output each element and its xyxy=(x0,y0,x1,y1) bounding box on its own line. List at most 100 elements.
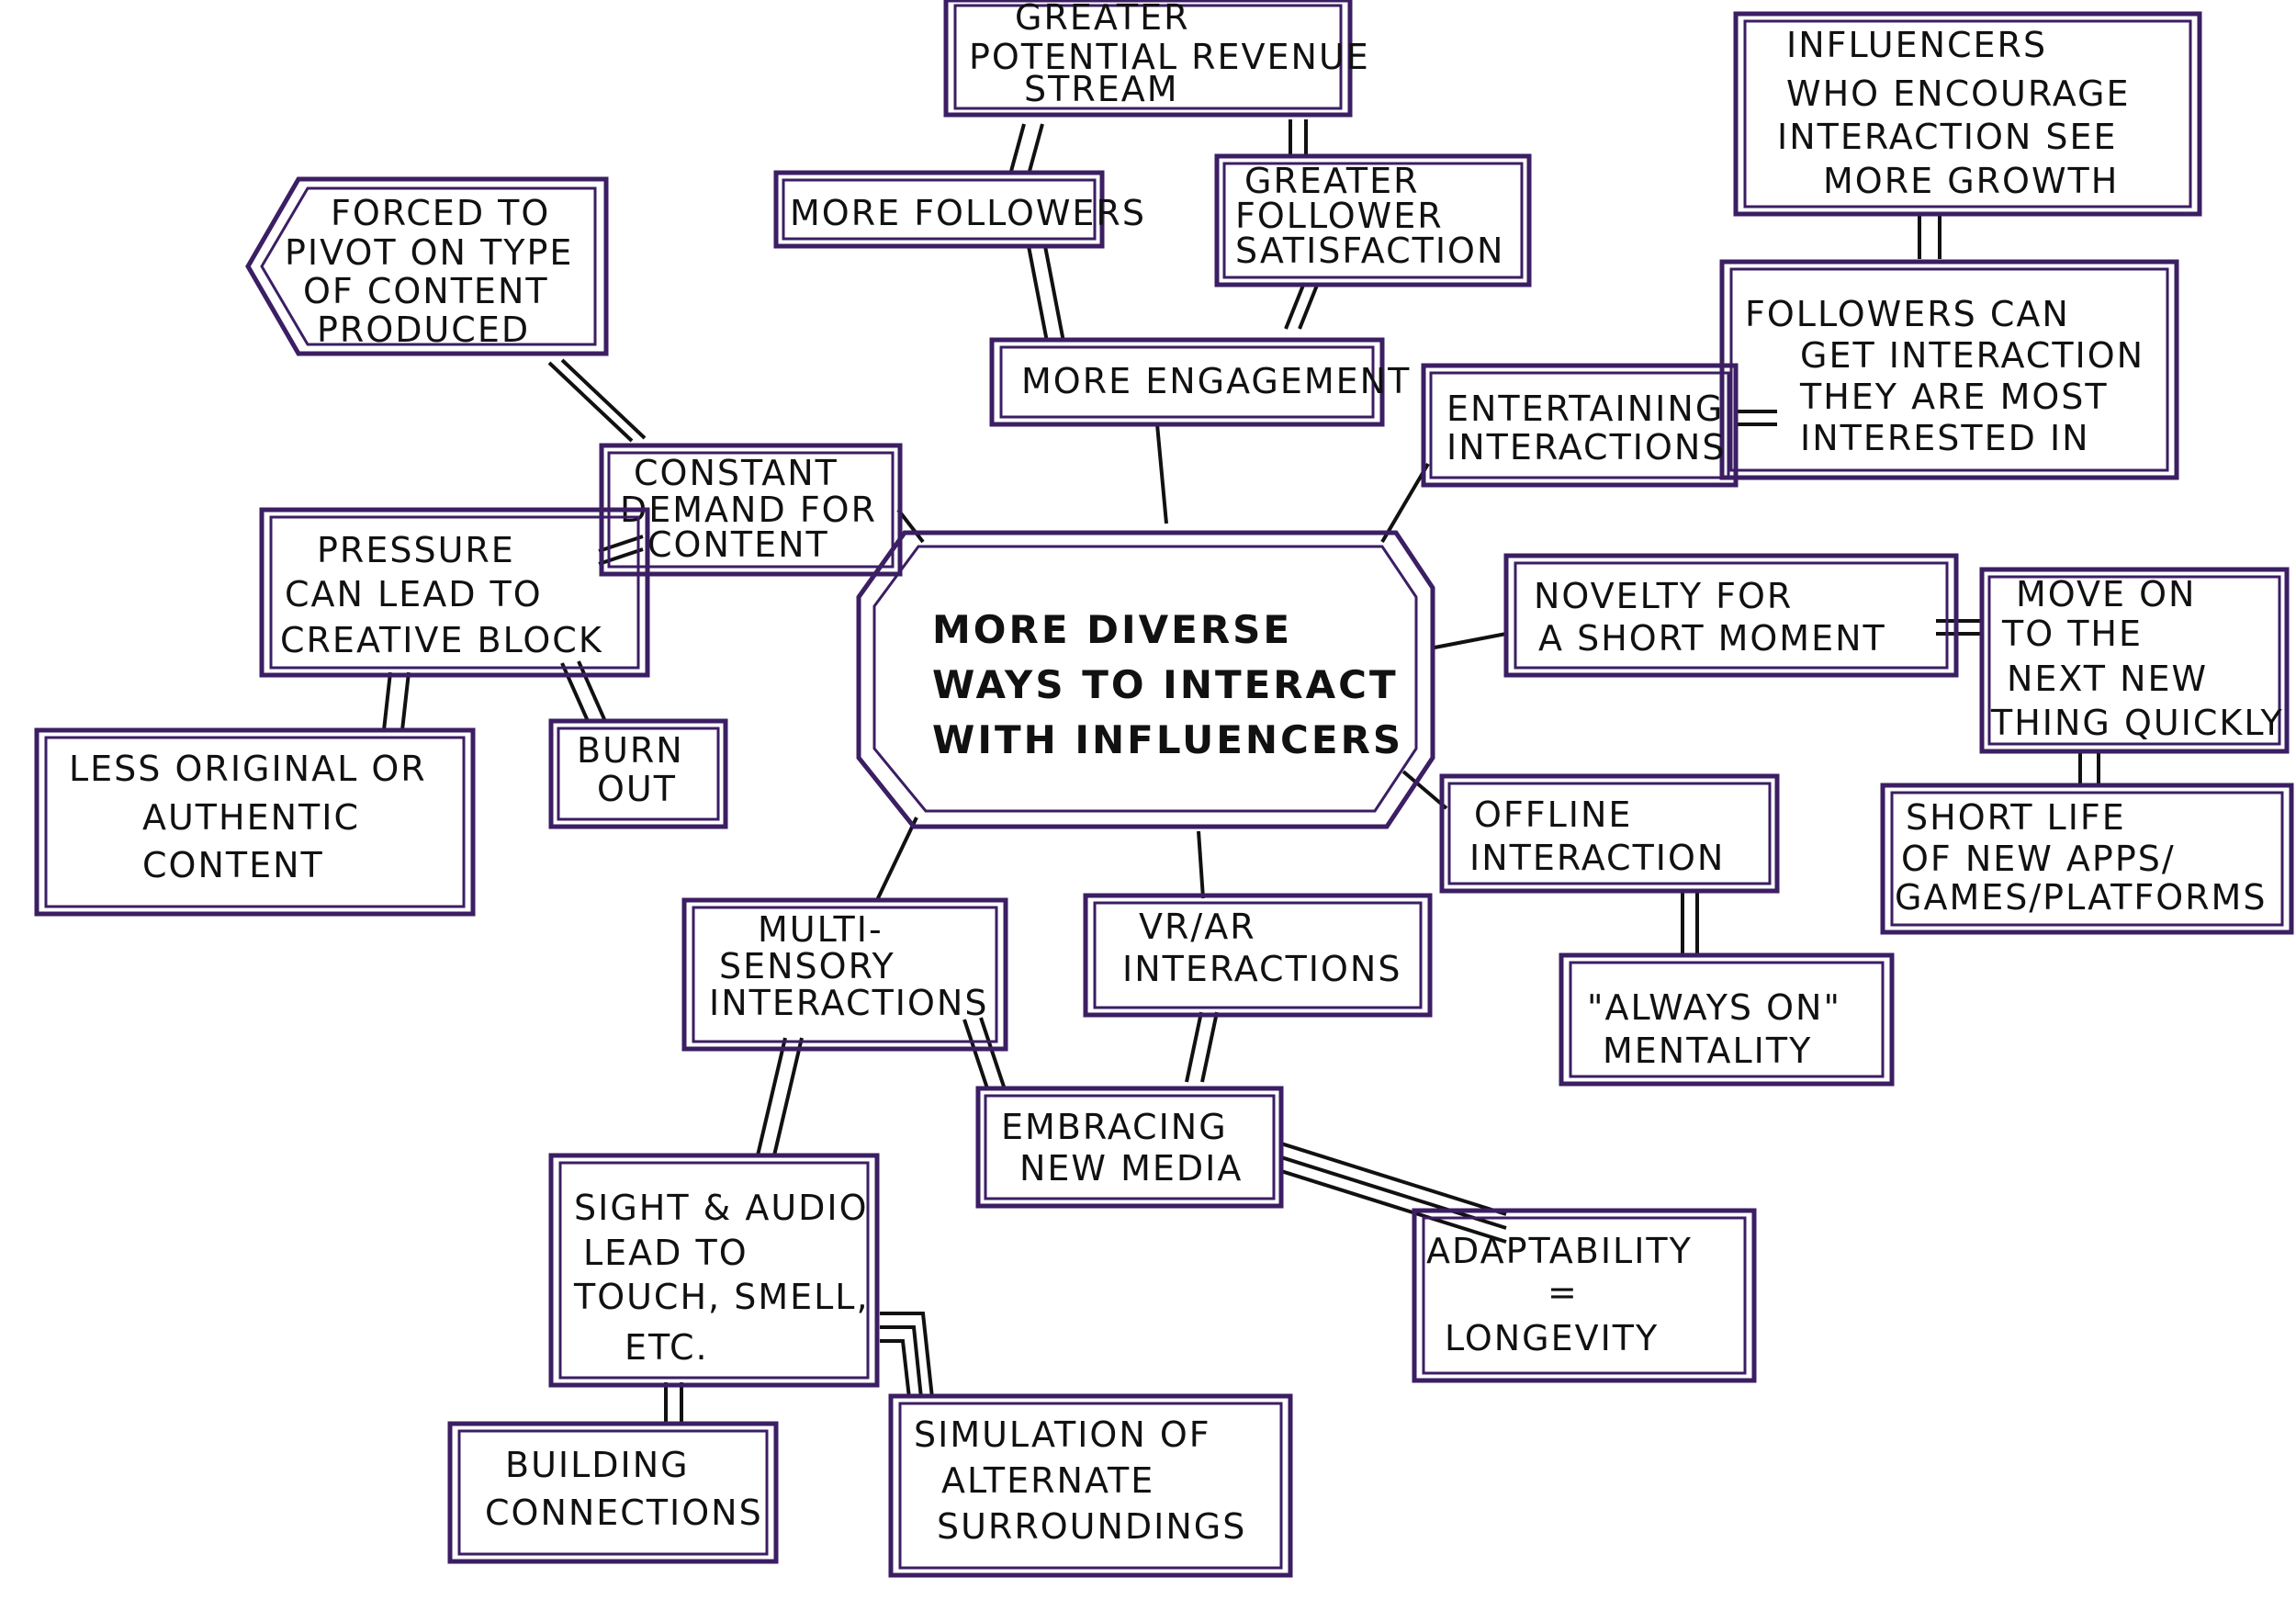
node-pressure: PRESSURE CAN LEAD TO CREATIVE BLOCK xyxy=(259,507,650,678)
center-line-1: MORE DIVERSE xyxy=(932,607,1292,652)
link-center-novelty xyxy=(1434,632,1507,649)
node-connections: BUILDING CONNECTIONS xyxy=(447,1421,779,1564)
sight-line-4: ETC. xyxy=(625,1327,709,1368)
moveon-line-2: TO THE xyxy=(2001,614,2143,654)
satisfaction-line-1: GREATER xyxy=(1244,161,1420,201)
pivot-line-3: OF CONTENT xyxy=(303,271,549,311)
demand-line-3: CONTENT xyxy=(647,524,829,565)
link-satisfaction-engagement-2 xyxy=(1298,282,1320,330)
link-entertaining-center xyxy=(1380,462,1430,544)
link-pressure-original-2 xyxy=(400,671,411,731)
entertaining-line-2: INTERACTIONS xyxy=(1446,427,1726,468)
followers-line-1: MORE FOLLOWERS xyxy=(790,193,1146,233)
revenue-line-2: POTENTIAL REVENUE xyxy=(969,37,1370,77)
encourage-line-2: WHO ENCOURAGE xyxy=(1786,73,2130,114)
link-vrar-newmedia-2 xyxy=(1200,1011,1219,1083)
link-pressure-burnout-2 xyxy=(577,660,606,720)
novelty-line-1: NOVELTY FOR xyxy=(1534,576,1793,616)
vrar-line-1: VR/AR xyxy=(1139,907,1256,947)
link-multisensory-sight xyxy=(756,1037,787,1156)
newmedia-line-2: NEW MEDIA xyxy=(1019,1148,1243,1189)
novelty-line-2: A SHORT MOMENT xyxy=(1538,618,1886,659)
multisensory-line-1: MULTI- xyxy=(758,909,884,950)
node-simulation: SIMULATION OF ALTERNATE SURROUNDINGS xyxy=(888,1393,1293,1578)
link-newmedia-adaptability xyxy=(1280,1142,1507,1216)
link-sight-simulation-2 xyxy=(880,1325,923,1399)
connectors xyxy=(382,119,2100,1424)
encourage-line-1: INFLUENCERS xyxy=(1786,25,2047,65)
adaptability-line-2: = xyxy=(1548,1272,1579,1313)
link-demand-pressure xyxy=(598,535,644,553)
shortlife-line-3: GAMES/PLATFORMS xyxy=(1895,877,2267,918)
node-entertaining: ENTERTAINING INTERACTIONS xyxy=(1421,363,1739,488)
original-line-1: LESS ORIGINAL OR xyxy=(69,749,427,789)
link-multisensory-newmedia-2 xyxy=(979,1017,1006,1087)
interested-line-4: INTERESTED IN xyxy=(1800,418,2090,458)
interested-line-2: GET INTERACTION xyxy=(1800,335,2144,376)
node-interested: FOLLOWERS CAN GET INTERACTION THEY ARE M… xyxy=(1719,259,2179,480)
link-pressure-original xyxy=(382,671,392,731)
alwayson-line-2: MENTALITY xyxy=(1603,1031,1812,1071)
link-pivot-demand xyxy=(547,361,634,443)
newmedia-line-1: EMBRACING xyxy=(1001,1107,1228,1147)
link-vrar-newmedia xyxy=(1185,1011,1203,1083)
node-followers: MORE FOLLOWERS xyxy=(773,170,1146,249)
node-offline: OFFLINE INTERACTION xyxy=(1439,773,1780,894)
alwayson-line-1: "ALWAYS ON" xyxy=(1587,987,1841,1028)
moveon-line-1: MOVE ON xyxy=(2016,574,2196,614)
demand-line-2: DEMAND FOR xyxy=(620,490,877,530)
node-engagement: MORE ENGAGEMENT xyxy=(989,337,1411,427)
satisfaction-line-2: FOLLOWER xyxy=(1235,196,1444,236)
offline-line-2: INTERACTION xyxy=(1469,838,1725,878)
link-center-multisensory xyxy=(875,817,918,901)
demand-line-1: CONSTANT xyxy=(634,453,838,493)
center-line-3: WITH INFLUENCERS xyxy=(932,717,1403,762)
multisensory-line-2: SENSORY xyxy=(719,946,895,986)
pressure-line-3: CREATIVE BLOCK xyxy=(280,620,603,660)
node-demand: CONSTANT DEMAND FOR CONTENT xyxy=(599,443,903,577)
simulation-line-3: SURROUNDINGS xyxy=(937,1506,1246,1547)
node-adaptability: ADAPTABILITY = LONGEVITY xyxy=(1412,1208,1757,1383)
node-pivot: FORCED TO PIVOT ON TYPE OF CONTENT PRODU… xyxy=(245,176,609,356)
link-center-vrar xyxy=(1197,830,1205,899)
encourage-line-3: INTERACTION SEE xyxy=(1777,117,2118,157)
link-satisfaction-engagement xyxy=(1284,282,1306,330)
link-center-offline xyxy=(1401,770,1448,810)
interested-line-3: THEY ARE MOST xyxy=(1799,377,2109,417)
interested-line-1: FOLLOWERS CAN xyxy=(1745,294,2070,334)
link-followers-engagement-2 xyxy=(1043,245,1065,343)
node-vrar: VR/AR INTERACTIONS xyxy=(1083,893,1433,1018)
node-newmedia: EMBRACING NEW MEDIA xyxy=(975,1086,1284,1209)
center-node: MORE DIVERSE WAYS TO INTERACT WITH INFLU… xyxy=(856,530,1435,829)
node-burnout: BURN OUT xyxy=(548,718,728,829)
adaptability-line-3: LONGEVITY xyxy=(1445,1318,1659,1358)
multisensory-line-3: INTERACTIONS xyxy=(709,983,988,1023)
moveon-line-4: THING QUICKLY xyxy=(1990,703,2284,743)
node-revenue: GREATER POTENTIAL REVENUE STREAM xyxy=(943,0,1370,118)
node-sight: SIGHT & AUDIO LEAD TO TOUCH, SMELL, ETC. xyxy=(548,1153,880,1388)
pressure-line-2: CAN LEAD TO xyxy=(285,574,543,614)
sight-line-3: TOUCH, SMELL, xyxy=(573,1277,870,1317)
vrar-line-2: INTERACTIONS xyxy=(1122,949,1401,989)
link-newmedia-adaptability-3 xyxy=(1280,1169,1507,1244)
node-multisensory: MULTI- SENSORY INTERACTIONS xyxy=(681,897,1008,1052)
link-demand-pressure-2 xyxy=(598,547,644,566)
node-moveon: MOVE ON TO THE NEXT NEW THING QUICKLY xyxy=(1979,567,2290,754)
connections-line-2: CONNECTIONS xyxy=(485,1493,763,1533)
burnout-line-1: BURN xyxy=(577,730,684,771)
connections-line-1: BUILDING xyxy=(505,1445,690,1485)
engagement-line-1: MORE ENGAGEMENT xyxy=(1021,361,1411,401)
sight-line-1: SIGHT & AUDIO xyxy=(574,1188,869,1228)
link-followers-engagement xyxy=(1027,245,1049,343)
center-line-2: WAYS TO INTERACT xyxy=(932,662,1399,707)
link-pivot-demand-2 xyxy=(560,358,647,440)
pressure-line-1: PRESSURE xyxy=(317,530,515,570)
revenue-line-3: STREAM xyxy=(1024,69,1179,109)
node-novelty: NOVELTY FOR A SHORT MOMENT xyxy=(1503,553,1959,678)
pivot-line-2: PIVOT ON TYPE xyxy=(285,232,573,273)
link-revenue-followers-2 xyxy=(1027,123,1044,175)
link-engagement-center xyxy=(1155,423,1168,524)
shortlife-line-2: OF NEW APPS/ xyxy=(1901,839,2176,879)
sight-line-2: LEAD TO xyxy=(583,1233,748,1273)
